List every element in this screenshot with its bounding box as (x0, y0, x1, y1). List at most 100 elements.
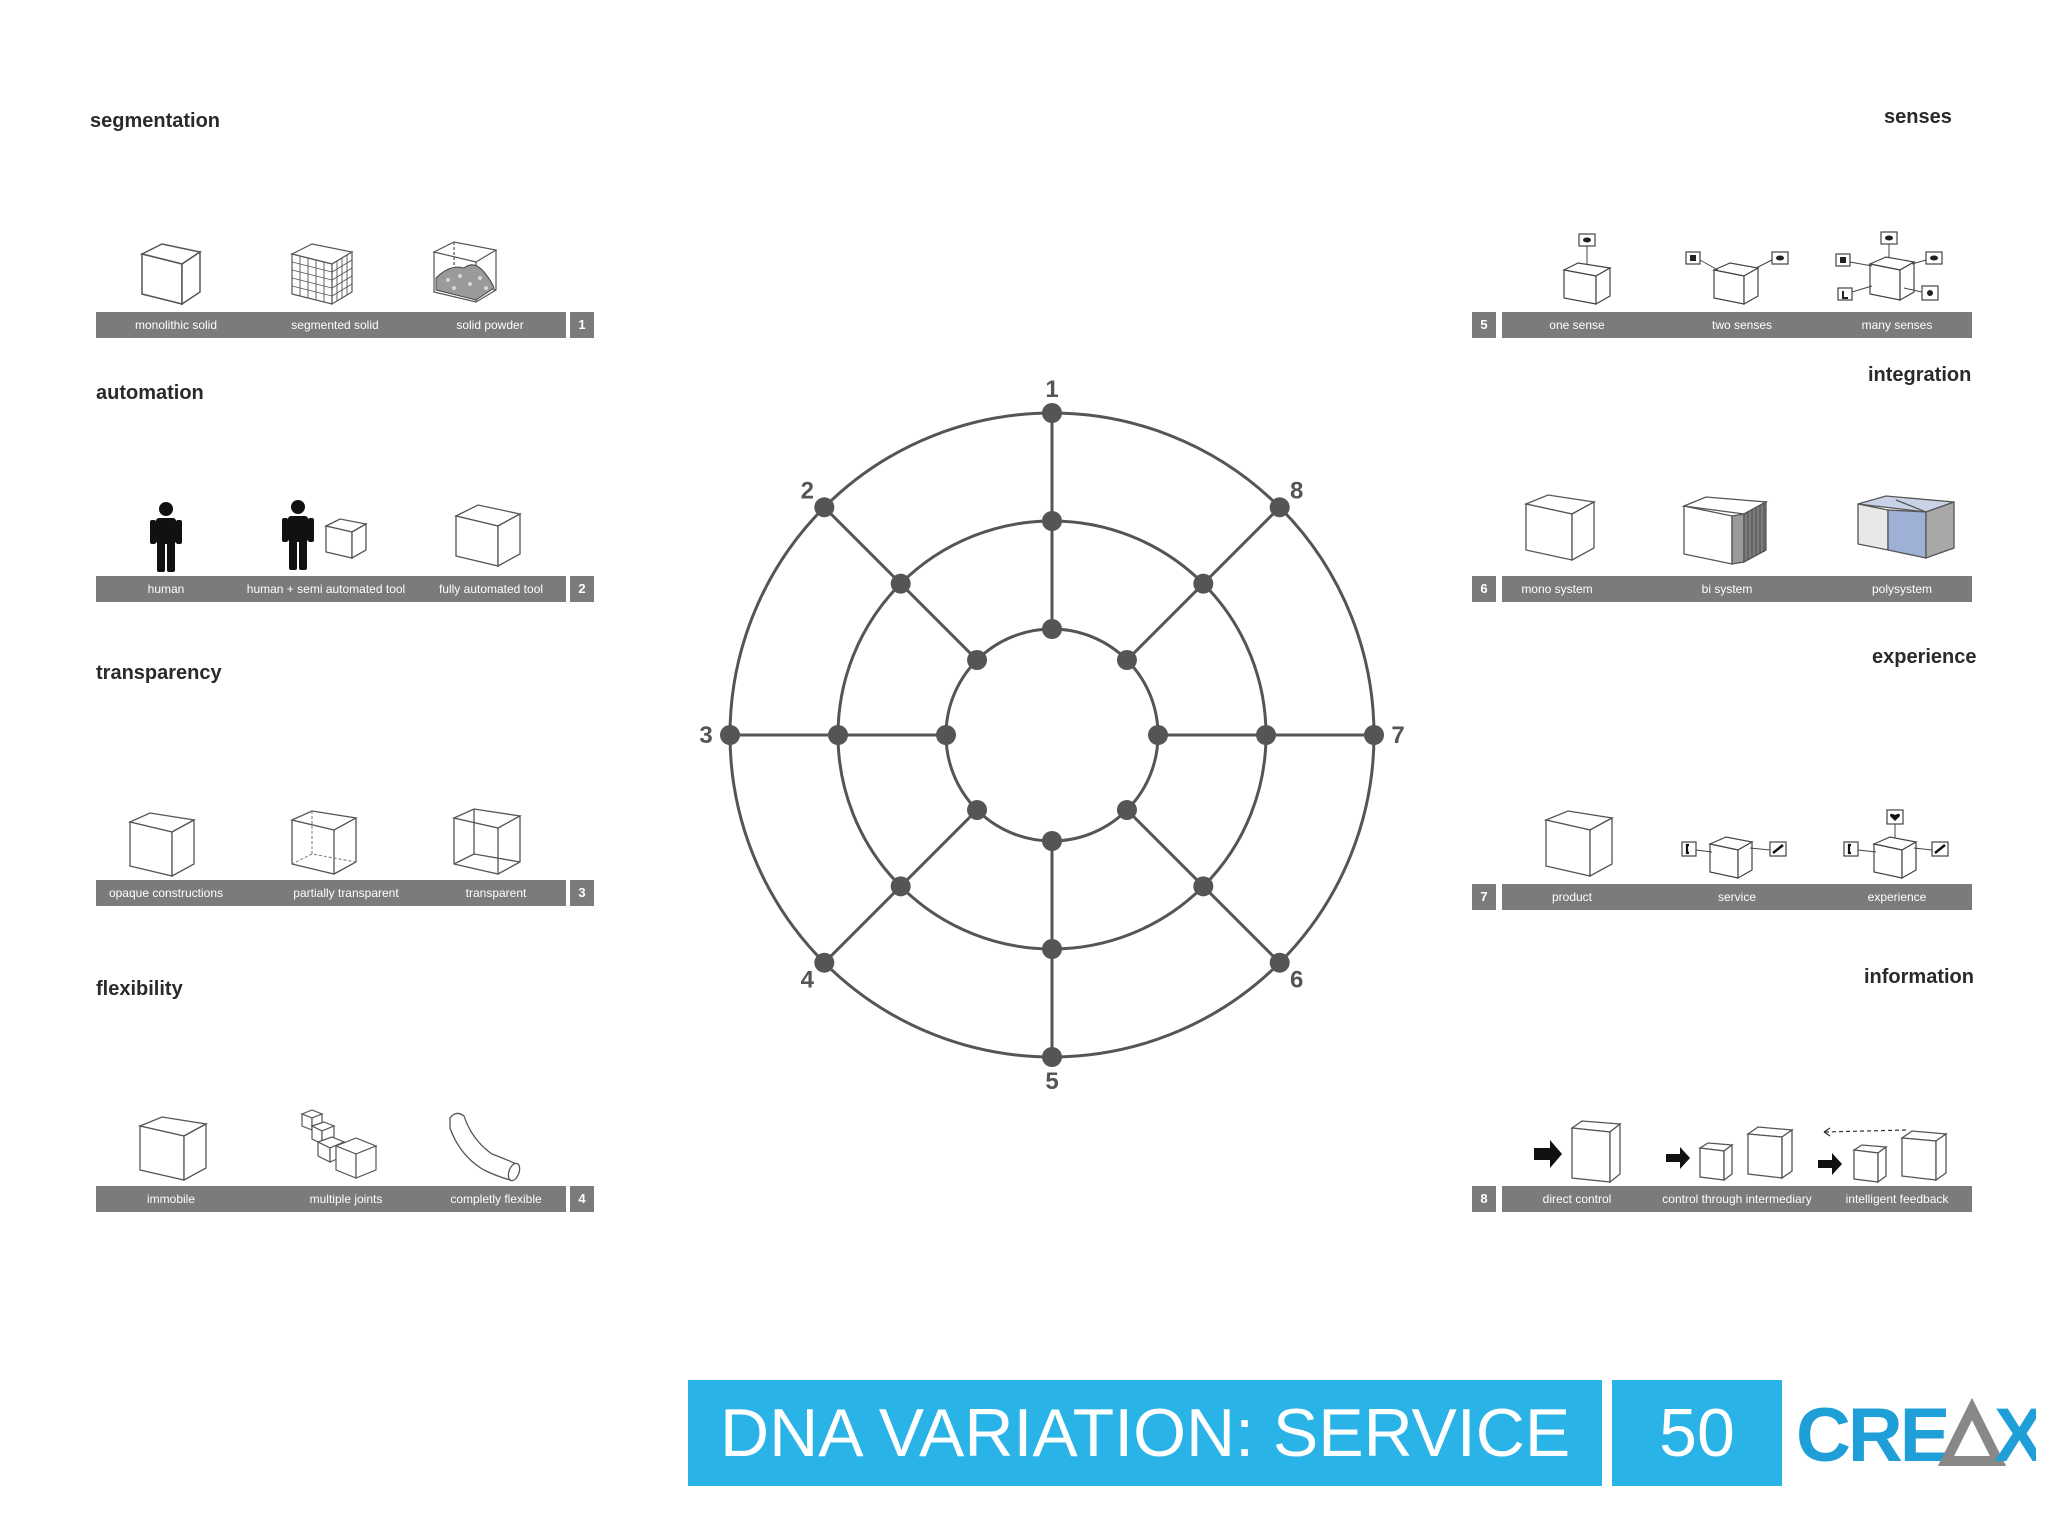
option-label: segmented solid (291, 318, 379, 332)
option-label: mono system (1521, 582, 1593, 596)
wheel-node-4-2[interactable] (890, 876, 911, 897)
wheel-node-2-2[interactable] (890, 573, 911, 594)
option-label: bi system (1701, 582, 1753, 596)
wheel-node-3-1[interactable] (936, 725, 956, 745)
label-bar: immobile multiple joints completly flexi… (96, 1186, 566, 1212)
option-label: one sense (1549, 318, 1605, 332)
wheel-node-8-3[interactable] (1269, 497, 1290, 518)
option-label: two senses (1711, 318, 1773, 332)
option-label: fully automated tool (438, 582, 544, 596)
option-label: partially transparent (293, 886, 399, 900)
direct-control-icon (1532, 1118, 1622, 1184)
one-sense-icon (1562, 232, 1614, 306)
panel-number: 2 (570, 576, 594, 602)
wheel-node-2-1[interactable] (967, 650, 988, 671)
cube-icon (324, 516, 368, 560)
creax-logo: CRE X (1796, 1393, 2047, 1478)
panel-number: 1 (570, 312, 594, 338)
wheel-node-5-1[interactable] (1042, 831, 1062, 851)
label-bar: mono system bi system polysystem (1502, 576, 1972, 602)
panel-number: 5 (1472, 312, 1496, 338)
option-label: solid powder (456, 318, 524, 332)
panel-title: integration (1868, 364, 1972, 386)
panel-number: 7 (1472, 884, 1496, 910)
powder-cube-icon (430, 238, 500, 306)
label-bar: opaque constructions partially transpare… (96, 880, 566, 906)
label-bar: direct control control through intermedi… (1502, 1186, 1972, 1212)
wheel-node-6-3[interactable] (1269, 952, 1290, 973)
bi-system-icon (1681, 494, 1769, 566)
panel-title: senses (1884, 106, 1952, 128)
person-icon (282, 500, 314, 570)
option-label: control through intermediary (1662, 1192, 1812, 1206)
option-label: polysystem (1871, 582, 1933, 596)
option-label: transparent (465, 886, 527, 900)
wheel-node-5-3[interactable] (1042, 1047, 1062, 1067)
panel-title: automation (96, 382, 204, 404)
cube-icon (454, 502, 522, 568)
svg-text:CRE: CRE (1796, 1395, 1948, 1475)
wheel-label-1: 1 (1045, 376, 1058, 403)
cube-icon (137, 1114, 208, 1182)
cube-icon (1523, 492, 1597, 562)
wheel-node-4-1[interactable] (967, 799, 988, 820)
wheel-label-5: 5 (1045, 1068, 1058, 1095)
wheel-node-1-1[interactable] (1042, 619, 1062, 639)
wheel-node-7-2[interactable] (1256, 725, 1276, 745)
panel-title: transparency (96, 662, 222, 684)
wheel-node-6-1[interactable] (1116, 799, 1137, 820)
wheel-node-7-1[interactable] (1148, 725, 1168, 745)
option-label: multiple joints (309, 1192, 383, 1206)
wheel-label-4: 4 (801, 967, 815, 994)
panel-number: 8 (1472, 1186, 1496, 1212)
option-label: direct control (1542, 1192, 1612, 1206)
two-senses-icon (1684, 250, 1790, 306)
wheel-node-8-2[interactable] (1193, 573, 1214, 594)
feedback-icon (1816, 1124, 1956, 1184)
wheel-node-1-2[interactable] (1042, 511, 1062, 531)
panel-title: segmentation (90, 110, 221, 132)
wheel-label-6: 6 (1290, 967, 1303, 994)
option-label: service (1717, 890, 1756, 904)
option-label: human + semi automated tool (246, 582, 406, 596)
option-label: opaque constructions (108, 886, 224, 900)
slide-title: DNA VARIATION: SERVICE (688, 1380, 1602, 1486)
wheel-node-3-2[interactable] (828, 725, 848, 745)
panel-number: 3 (570, 880, 594, 906)
label-bar: human human + semi automated tool fully … (96, 576, 566, 602)
person-icon (150, 502, 182, 572)
wheel-node-2-3[interactable] (814, 497, 835, 518)
wheel-node-4-3[interactable] (814, 952, 835, 973)
service-icon (1680, 832, 1788, 880)
option-label: monolithic solid (134, 318, 218, 332)
label-bar: monolithic solid segmented solid solid p… (96, 312, 566, 338)
wheel-label-8: 8 (1290, 477, 1303, 504)
wheel-node-7-3[interactable] (1364, 725, 1384, 745)
label-bar: product service experience (1502, 884, 1972, 910)
intermediary-icon (1664, 1124, 1794, 1182)
wheel-label-7: 7 (1391, 722, 1404, 749)
wheel-node-5-2[interactable] (1042, 939, 1062, 959)
option-label: intelligent feedback (1845, 1192, 1949, 1206)
option-label: human (147, 582, 185, 596)
wheel-node-1-3[interactable] (1042, 403, 1062, 423)
wheel-node-8-1[interactable] (1116, 650, 1137, 671)
flexible-tube-icon (446, 1110, 522, 1182)
polysystem-icon (1856, 494, 1956, 566)
panel-number: 6 (1472, 576, 1496, 602)
cube-icon (1543, 808, 1614, 878)
cube-icon (138, 240, 204, 306)
wheel-label-2: 2 (801, 477, 814, 504)
cube-icon (451, 806, 523, 876)
wheel-node-3-3[interactable] (720, 725, 740, 745)
option-label: product (1551, 890, 1593, 904)
panel-number: 4 (570, 1186, 594, 1212)
label-bar: one sense two senses many senses (1502, 312, 1972, 338)
panel-title: flexibility (96, 978, 183, 1000)
grid-cube-icon (288, 240, 356, 306)
experience-icon (1842, 808, 1950, 880)
cube-icon (289, 808, 358, 876)
panel-title: information (1864, 966, 1974, 988)
wheel-node-6-2[interactable] (1193, 876, 1214, 897)
